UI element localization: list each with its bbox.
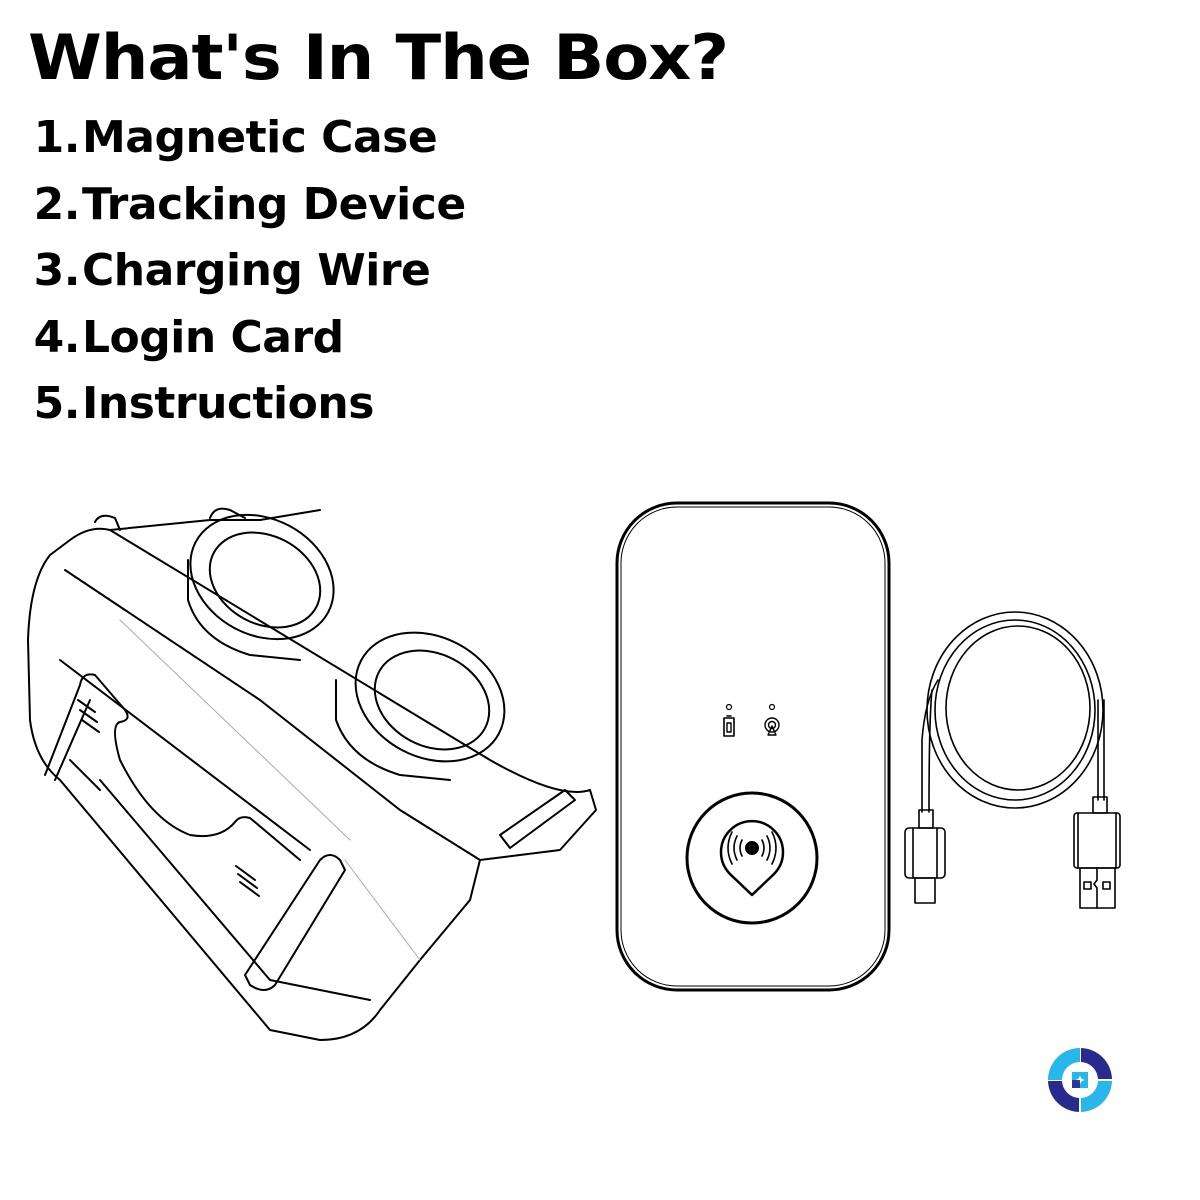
item-label: Charging Wire: [82, 245, 431, 296]
list-item: 1. Magnetic Case: [30, 112, 466, 179]
item-number: 1.: [33, 112, 81, 163]
usb-charging-cable-icon: [904, 611, 1121, 909]
list-item: 4. Login Card: [30, 312, 466, 379]
magnetic-case-icon: [27, 507, 597, 1041]
list-item: 5. Instructions: [30, 378, 466, 445]
page-title: What's In The Box?: [28, 21, 729, 94]
brand-logo-icon: [1048, 1048, 1112, 1112]
item-label: Magnetic Case: [82, 112, 438, 163]
list-item: 3. Charging Wire: [30, 245, 466, 312]
item-label: Tracking Device: [82, 178, 466, 230]
item-number: 4.: [33, 311, 81, 363]
item-number: 2.: [33, 178, 81, 230]
contents-list: 1. Magnetic Case 2. Tracking Device 3. C…: [30, 112, 467, 445]
item-label: Instructions: [82, 378, 374, 429]
battery-icon: [723, 715, 735, 737]
item-label: Login Card: [82, 311, 344, 363]
location-pin-icon: [685, 791, 819, 925]
item-number: 5.: [33, 378, 81, 429]
list-item: 2. Tracking Device: [30, 178, 467, 246]
signal-icon: [764, 717, 780, 736]
item-number: 3.: [33, 245, 81, 296]
tracking-device-icon: [615, 501, 891, 992]
